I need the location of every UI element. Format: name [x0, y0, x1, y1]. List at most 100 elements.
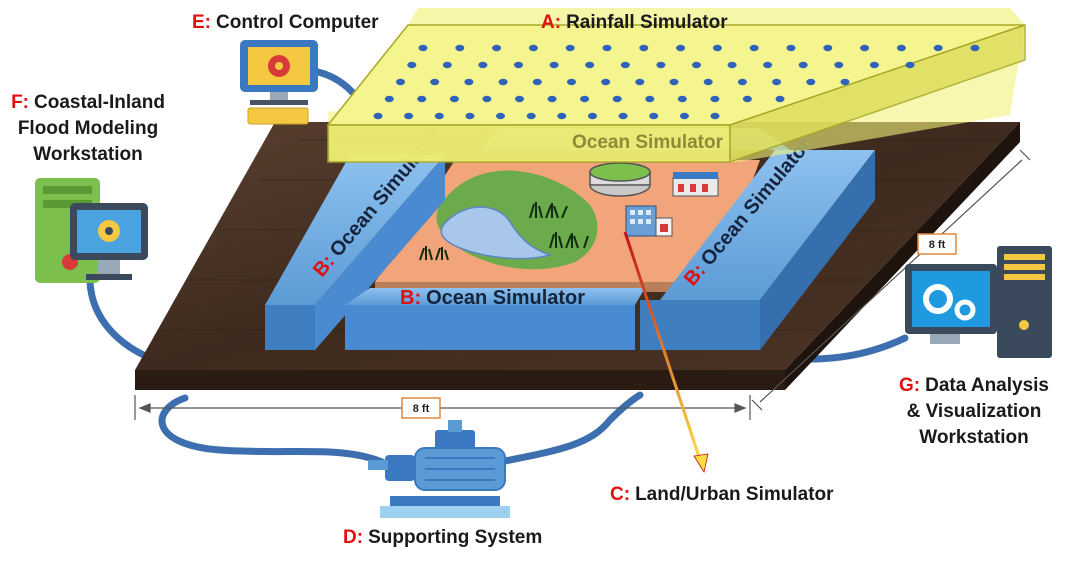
- label-f-line2: Flood Modeling: [18, 118, 158, 139]
- dimension-width-label: 8 ft: [413, 403, 430, 415]
- rain-nozzle: [580, 95, 590, 103]
- rain-nozzle: [496, 112, 505, 120]
- rain-nozzle: [498, 78, 508, 86]
- rain-nozzle: [549, 61, 559, 69]
- rain-nozzle: [749, 44, 759, 52]
- rain-nozzle: [532, 78, 542, 86]
- rain-nozzle: [970, 44, 980, 52]
- rain-nozzle: [373, 112, 383, 120]
- label-f-line3: Workstation: [33, 144, 142, 165]
- rain-nozzle: [588, 112, 597, 120]
- rainfall-simulator: [326, 8, 1026, 164]
- ocean-left-side: [315, 155, 445, 350]
- rain-nozzle: [602, 44, 612, 52]
- rain-nozzle: [798, 61, 808, 69]
- label-g: G:Data Analysis: [899, 375, 1049, 396]
- rain-nozzle: [635, 78, 645, 86]
- rain-nozzle: [601, 78, 611, 86]
- rain-nozzle: [896, 44, 906, 52]
- rain-nozzles: [373, 44, 980, 120]
- label-g-line3: Workstation: [919, 427, 1028, 448]
- rain-nozzle: [417, 95, 427, 103]
- rain-nozzle: [449, 95, 459, 103]
- rain-nozzle: [869, 61, 879, 69]
- rain-nozzle: [478, 61, 488, 69]
- cable-f-to-table: [86, 278, 154, 362]
- rain-nozzle: [482, 95, 492, 103]
- lake-water: [440, 206, 553, 260]
- pump-icon: [368, 420, 510, 518]
- rain-nozzle: [442, 61, 452, 69]
- ocean-front-face: [345, 305, 635, 350]
- rain-nozzle: [585, 61, 595, 69]
- rain-nozzle: [404, 112, 414, 120]
- rain-nozzle: [763, 61, 773, 69]
- rain-nozzle: [656, 61, 666, 69]
- rain-nozzle: [612, 95, 622, 103]
- stadium-icon: [589, 162, 651, 197]
- rain-nozzle: [384, 95, 394, 103]
- dimension-width-box: [401, 397, 441, 419]
- ocean-front-label: B:Ocean Simulator: [400, 287, 585, 309]
- label-d: D:Supporting System: [343, 527, 542, 548]
- rain-nozzle: [649, 112, 659, 120]
- rain-nozzle: [557, 112, 567, 120]
- rain-nozzle: [806, 78, 816, 86]
- building-icon: [625, 205, 673, 237]
- rain-nozzle: [528, 44, 538, 52]
- rain-nozzle: [786, 44, 796, 52]
- ocean-left-front: [265, 305, 315, 350]
- table-side-edge: [785, 122, 1020, 390]
- ocean-right-top: [660, 150, 875, 300]
- ocean-right-front: [640, 300, 760, 350]
- rain-nozzle: [547, 95, 557, 103]
- rainfall-top: [408, 8, 1025, 25]
- rain-nozzle: [823, 44, 833, 52]
- rain-nozzle: [620, 61, 630, 69]
- rain-nozzle: [905, 61, 915, 69]
- rain-nozzle: [710, 112, 720, 120]
- server-icon: [905, 246, 1052, 358]
- cable-pump-loop: [158, 391, 644, 466]
- land-arrow: [623, 231, 709, 474]
- rain-nozzle: [772, 78, 782, 86]
- rain-nozzle: [677, 95, 687, 103]
- rain-nozzle: [515, 95, 524, 103]
- rain-nozzle: [679, 112, 689, 120]
- rain-nozzle: [742, 95, 752, 103]
- cables: [86, 68, 909, 466]
- rain-nozzle: [676, 44, 686, 52]
- rain-nozzle: [645, 95, 655, 103]
- rain-nozzle: [710, 95, 720, 103]
- ocean-simulators: [265, 128, 875, 350]
- dimension-depth: [751, 149, 1031, 411]
- label-g-line2: & Visualization: [907, 401, 1042, 422]
- rain-nozzle: [737, 78, 747, 86]
- rain-nozzle: [464, 78, 474, 86]
- grass-icon: [419, 202, 589, 261]
- ocean-left-top: [265, 155, 445, 305]
- rainfall-side: [729, 23, 1026, 164]
- rain-nozzle: [407, 61, 417, 69]
- label-c: C:Land/Urban Simulator: [610, 484, 834, 505]
- rain-nozzle: [933, 44, 943, 52]
- rain-nozzle: [430, 78, 440, 86]
- label-a: A:Rainfall Simulator: [541, 12, 728, 33]
- rain-nozzle: [840, 78, 850, 86]
- rain-nozzle: [455, 44, 465, 52]
- rain-nozzle: [418, 44, 428, 52]
- workstation-icon: [35, 178, 148, 283]
- rain-nozzle: [727, 61, 737, 69]
- rain-nozzle: [639, 44, 649, 52]
- rain-nozzle: [692, 61, 701, 69]
- rain-nozzle: [492, 44, 502, 52]
- rain-nozzle: [712, 44, 722, 52]
- rain-nozzle: [526, 112, 536, 120]
- rain-nozzle: [396, 78, 405, 86]
- dimension-depth-label: 8 ft: [929, 239, 946, 251]
- rain-nozzle: [703, 78, 713, 86]
- rain-nozzle: [567, 78, 576, 86]
- table-front-edge: [135, 370, 785, 390]
- shop-icon: [672, 172, 719, 197]
